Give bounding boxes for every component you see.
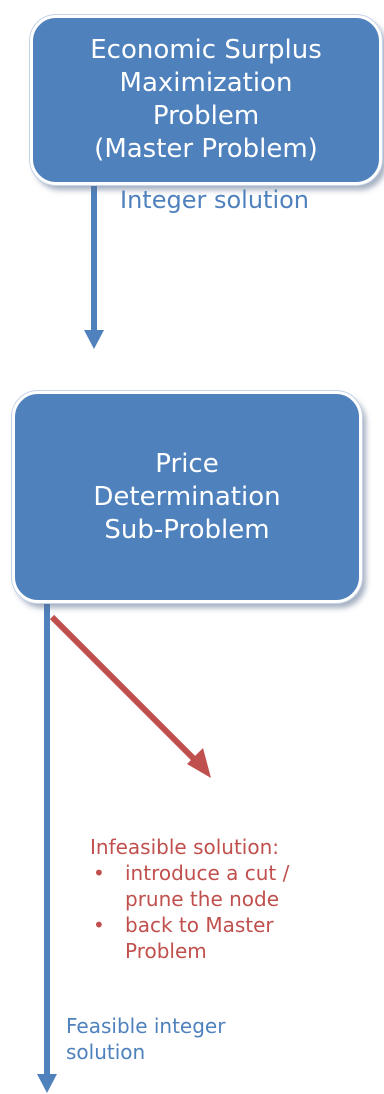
- infeasible-solution-annotation: Infeasible solution: • introduce a cut /…: [90, 834, 289, 964]
- price-subproblem-node: Price Determination Sub-Problem: [12, 391, 362, 603]
- infeasible-bullet-list: • introduce a cut / prune the node • bac…: [90, 860, 289, 964]
- arrowhead-master-to-sub: [84, 330, 104, 349]
- infeasible-title: Infeasible solution:: [90, 835, 280, 859]
- arrow-infeasible: [49, 614, 201, 766]
- integer-solution-label: Integer solution: [120, 186, 309, 214]
- arrowhead-infeasible: [187, 748, 211, 778]
- bullet-dot-icon: •: [93, 913, 105, 937]
- arrowhead-feasible: [37, 1074, 57, 1093]
- feasible-solution-label: Feasible integer solution: [66, 1013, 316, 1065]
- price-subproblem-label: Price Determination Sub-Problem: [93, 448, 281, 545]
- infeasible-bullet-item: • introduce a cut / prune the node: [90, 860, 289, 912]
- master-problem-label: Economic Surplus Maximization Problem (M…: [90, 35, 322, 164]
- feasible-label-line2: solution: [66, 1040, 146, 1064]
- bullet-text: back to Master Problem: [125, 913, 274, 963]
- bullet-dot-icon: •: [93, 861, 105, 885]
- infeasible-bullet-item: • back to Master Problem: [90, 912, 289, 964]
- bullet-text: introduce a cut / prune the node: [125, 861, 290, 911]
- master-problem-node: Economic Surplus Maximization Problem (M…: [30, 15, 382, 185]
- feasible-label-line1: Feasible integer: [66, 1014, 226, 1038]
